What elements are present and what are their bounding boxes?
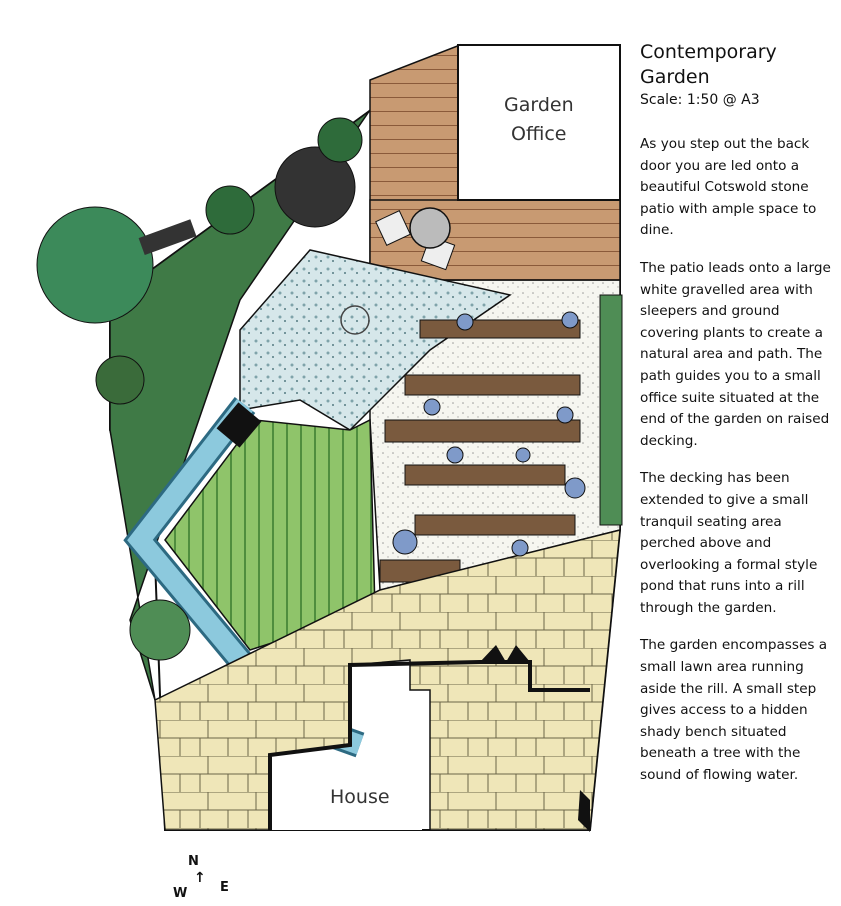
paragraph-gravel: The patio leads onto a large white grave… [640,259,831,449]
title-line-1: Contemporary [640,41,777,63]
paragraph-lawn: The garden encompasses a small lawn area… [640,637,828,784]
title-line-2: Garden [640,66,710,88]
rill-step-upper [216,402,262,448]
pond-fountain [340,305,370,335]
house-label: House [330,786,390,808]
shady-bench [138,219,197,256]
compass-arrow-icon: ↑ [194,870,206,886]
sleepers [379,319,581,583]
patio-dining-set [375,207,456,271]
house-area [272,760,422,830]
planting [36,117,586,661]
scale-note: Scale: 1:50 @ A3 [640,92,760,108]
formal-pond [239,249,512,431]
double-door-icon [480,645,530,662]
hedge-strip [599,294,623,526]
compass-west: W [173,886,188,901]
house-wall [268,660,590,830]
compass-north: N [188,854,199,869]
garden-office [457,44,621,201]
description-panel: Contemporary Garden Scale: 1:50 @ A3 As … [640,40,835,803]
decking-lower [369,199,621,281]
garden-office-label-1: Garden [504,94,574,116]
compass-east: E [220,880,229,895]
garden-plan: Garden Office House [36,43,623,832]
back-door-icon [578,790,590,832]
compass-rose: N ↑ W E [165,850,245,906]
garden-office-label-2: Office [511,123,566,145]
paragraph-patio: As you step out the back door you are le… [640,136,817,239]
paragraph-decking: The decking has been extended to give a … [640,470,818,616]
